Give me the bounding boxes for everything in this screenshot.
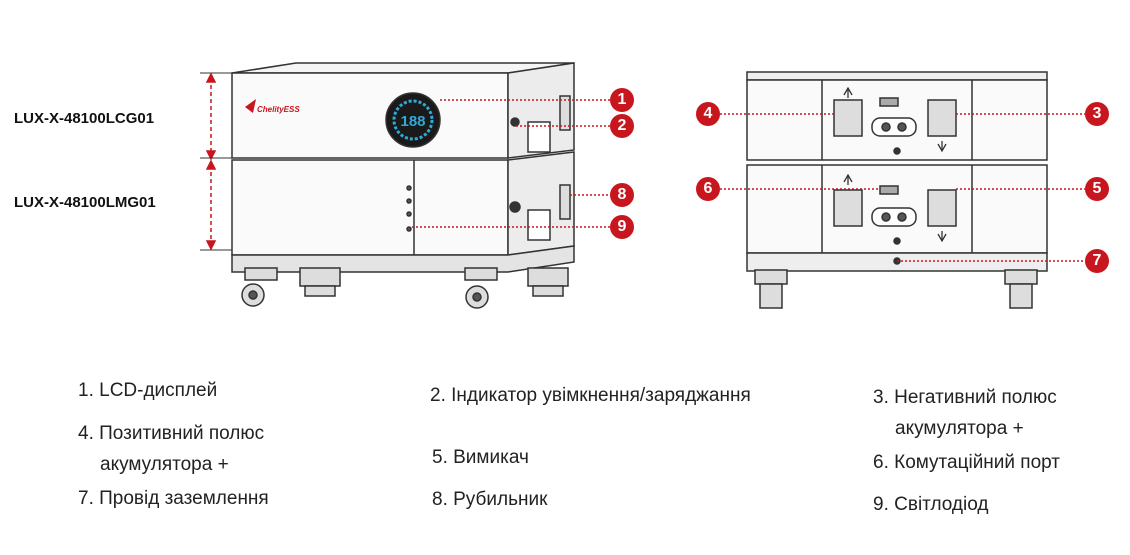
legend-item-4-line1: 4. Позитивний полюс [78,423,265,444]
brand-logo: ChelityESS [245,99,300,114]
lower-positive-terminal [833,189,863,227]
rear-top-strip [746,71,1048,81]
rear-unit-wheels [754,269,1038,309]
rear-arrows [843,86,947,243]
lower-negative-terminal [927,189,957,227]
model-label-bottom: LUX-X-48100LMG01 [14,194,156,211]
legend-item-5: 5. Вимикач [432,447,529,468]
callout-9: 9 [610,215,634,239]
upper-module-front [231,72,509,159]
lower-side-indicator [509,201,521,213]
upper-side-indicator [510,117,520,127]
model-label-top: LUX-X-48100LCG01 [14,110,155,127]
upper-comm-port [879,97,899,107]
front-unit [231,62,575,273]
callout-4: 4 [696,102,720,126]
upper-side-port [527,121,551,153]
callout-8: 8 [610,183,634,207]
lower-side-handle [559,184,571,220]
legend-item-3: 3. Негативний полюс акумулятора + [873,382,1057,444]
legend-item-4: 4. Позитивний полюс акумулятора + [78,418,264,480]
callout-6: 6 [696,177,720,201]
height-dimension [205,72,217,251]
upper-positive-terminal [833,99,863,137]
rear-unit [746,71,1048,272]
callout-3: 3 [1085,102,1109,126]
legend-item-3-line2: акумулятора + [895,418,1024,439]
legend-item-6: 6. Комутаційний порт [873,452,1061,473]
unit-base [231,245,575,273]
callout-7: 7 [1085,249,1109,273]
callout-5: 5 [1085,177,1109,201]
lower-module-front [231,159,509,256]
callout-1: 1 [610,88,634,112]
legend-item-3-line1: 3. Негативний полюс [873,387,1057,408]
upper-side-handle [559,95,571,131]
front-unit-wheels [241,267,569,309]
upper-breaker [871,117,917,137]
legend-item-8: 8. Рубильник [432,489,548,510]
lcd-display: 188 [385,92,441,148]
upper-module-side [507,62,575,159]
callout-2: 2 [610,114,634,138]
brand-logo-text: ChelityESS [257,105,300,114]
legend-item-4-line2: акумулятора + [100,454,229,475]
legend-item-7: 7. Провід заземлення [78,488,269,509]
lcd-value: 188 [400,113,425,130]
leader-lines [412,99,1085,262]
lower-breaker [871,207,917,227]
legend-item-2: 2. Індикатор увімкнення/заряджання [430,385,751,406]
lower-comm-port [879,185,899,195]
battery-diagram: 188 ChelityESS [200,62,1085,309]
legend-item-9: 9. Світлодіод [873,494,989,515]
lower-side-port [527,209,551,241]
upper-negative-terminal [927,99,957,137]
legend-item-1: 1. LCD-дисплей [78,380,218,401]
